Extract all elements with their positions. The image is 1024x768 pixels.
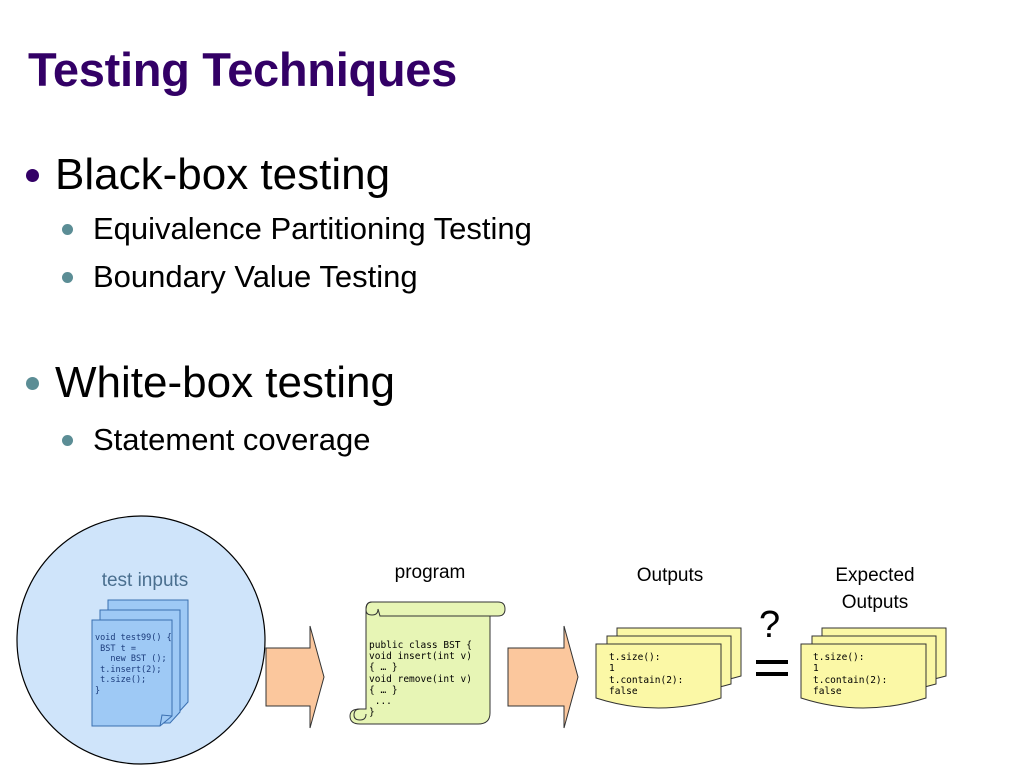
test-inputs-label: test inputs — [101, 570, 189, 591]
bullet-white-box-text: White-box testing — [55, 358, 395, 407]
outputs-pages-stack — [595, 627, 742, 709]
bullet-dot — [62, 223, 73, 235]
expected-outputs-label: Expected Outputs — [835, 565, 915, 613]
arrow-right-2 — [507, 625, 579, 729]
bullet-dot — [26, 376, 39, 390]
program-code-text: public class BST { void insert(int v) { … — [369, 640, 472, 719]
bullet-equivalence: Equivalence Partitioning Testing — [62, 211, 532, 247]
outputs-code-text: t.size(): 1 t.contain(2): false — [609, 652, 684, 698]
slide-title: Testing Techniques — [28, 43, 457, 96]
bullet-statement-text: Statement coverage — [93, 422, 371, 457]
program-scroll-icon — [349, 601, 506, 725]
outputs-label: Outputs — [636, 565, 704, 586]
program-label: program — [394, 562, 466, 583]
expected-outputs-pages-stack — [800, 627, 947, 709]
bullet-boundary: Boundary Value Testing — [62, 259, 418, 295]
bullet-statement: Statement coverage — [62, 422, 370, 458]
bullet-boundary-text: Boundary Value Testing — [93, 259, 418, 294]
equals-sign — [756, 660, 788, 676]
bullet-black-box: Black-box testing — [26, 150, 390, 200]
bullet-equivalence-text: Equivalence Partitioning Testing — [93, 211, 532, 246]
question-mark: ? — [759, 604, 781, 646]
bullet-black-box-text: Black-box testing — [55, 150, 391, 199]
expected-outputs-code-text: t.size(): 1 t.contain(2): false — [813, 652, 888, 698]
bullet-white-box: White-box testing — [26, 358, 395, 408]
test-pages-stack — [91, 599, 189, 727]
test-code-text: void test99() { BST t = new BST (); t.in… — [95, 633, 172, 696]
bullet-dot — [26, 168, 39, 182]
bullet-dot — [62, 271, 73, 283]
arrow-right-1 — [265, 625, 325, 729]
bullet-dot — [62, 434, 73, 446]
